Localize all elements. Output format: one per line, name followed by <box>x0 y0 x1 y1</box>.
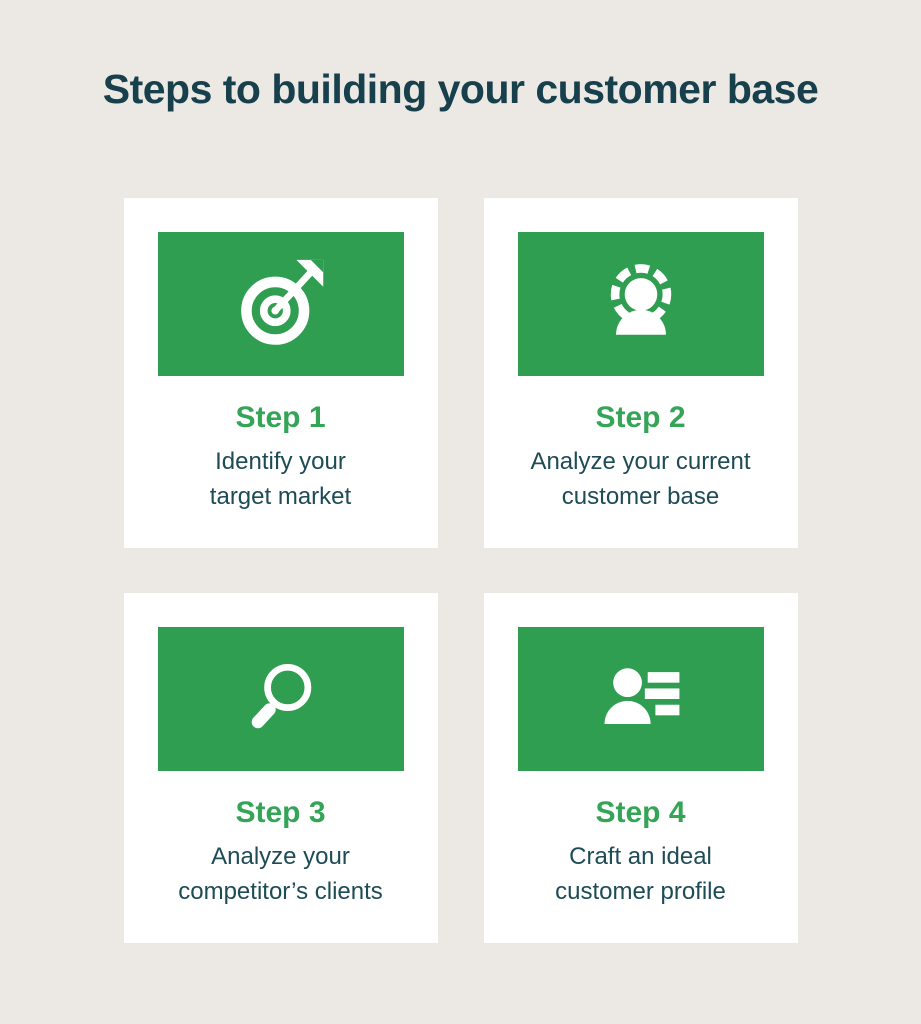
step-description-line1: Analyze your current <box>530 448 751 475</box>
customer-base-icon <box>610 264 671 335</box>
target-icon <box>240 259 323 345</box>
step-label: Step 3 <box>235 796 326 829</box>
step-description-line1: Craft an ideal <box>569 843 712 870</box>
step-card-4: Step 4 Craft an ideal customer profile <box>483 593 798 943</box>
step-description-line2: competitor’s clients <box>178 878 383 905</box>
step-description-line2: customer base <box>561 483 720 510</box>
step-description: Craft an ideal customer profile <box>484 839 798 909</box>
step-label: Step 1 <box>235 401 326 434</box>
page-title: Steps to building your customer base <box>102 66 819 112</box>
customer-profile-icon <box>604 668 679 724</box>
step-description: Identify your target market <box>124 444 438 514</box>
step-card-2: Step 2 Analyze your current customer bas… <box>483 198 798 548</box>
magnifier-icon <box>251 663 311 729</box>
step-banner <box>517 232 764 376</box>
step-description-line2: customer profile <box>555 878 726 905</box>
step-description: Analyze your competitor’s clients <box>124 839 438 909</box>
step-banner <box>157 232 404 376</box>
step-description-line1: Analyze your <box>211 843 350 870</box>
steps-grid: Step 1 Identify your target market Step … <box>0 198 921 943</box>
step-description: Analyze your current customer base <box>484 444 798 514</box>
step-card-3: Step 3 Analyze your competitor’s clients <box>123 593 438 943</box>
step-label: Step 2 <box>595 401 686 434</box>
step-description-line2: target market <box>209 483 352 510</box>
step-banner <box>157 627 404 771</box>
step-label: Step 4 <box>595 796 686 829</box>
step-banner <box>517 627 764 771</box>
step-description-line1: Identify your <box>215 448 346 475</box>
step-card-1: Step 1 Identify your target market <box>123 198 438 548</box>
